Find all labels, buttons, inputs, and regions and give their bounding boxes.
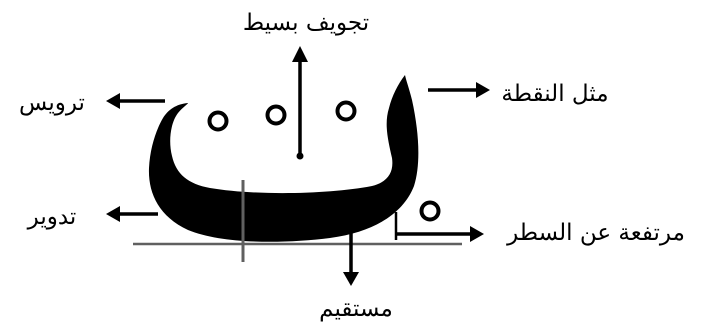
label-left-bottom: تدوير bbox=[27, 204, 77, 230]
bottom-arrow-head bbox=[343, 272, 359, 286]
dot-2 bbox=[268, 107, 285, 124]
label-top: تجويف بسيط bbox=[243, 10, 369, 36]
label-bottom: مستقيم bbox=[319, 296, 393, 322]
label-top-right: مثل النقطة bbox=[501, 81, 608, 107]
label-right-bottom: مرتفعة عن السطر bbox=[506, 220, 685, 246]
left-top-arrow-head bbox=[106, 93, 120, 109]
top-right-arrow-head bbox=[476, 82, 490, 98]
right-bottom-arrow-head bbox=[470, 226, 484, 242]
left-bottom-arrow-head bbox=[106, 206, 120, 222]
letter-stroke bbox=[149, 75, 418, 242]
label-left-top: ترويس bbox=[19, 90, 85, 116]
dot-3 bbox=[338, 103, 355, 120]
dot-letter-point bbox=[422, 203, 439, 220]
top-arrow-head bbox=[292, 46, 308, 62]
dot-1 bbox=[210, 113, 227, 130]
top-arrow-tail bbox=[297, 153, 304, 160]
